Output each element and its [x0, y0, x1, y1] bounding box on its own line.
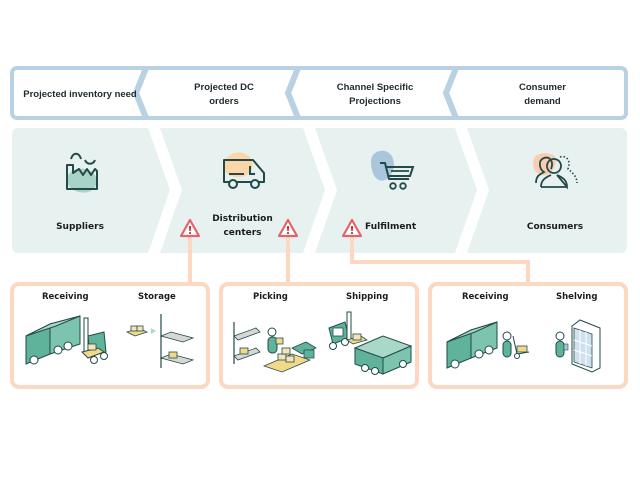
svg-text:!: !	[285, 224, 290, 237]
projection-step-consumer-demand: Consumer demand	[465, 80, 620, 110]
stage-separator-3	[455, 128, 489, 253]
stage-label-distribution-centers: Distribution centers	[212, 214, 273, 238]
projection-separator-1	[132, 66, 149, 120]
stage-separator-2	[303, 128, 337, 253]
people-icon	[533, 153, 578, 190]
svg-text:!: !	[349, 224, 354, 237]
warning-2: !	[277, 218, 299, 238]
supply-chain-band	[12, 128, 627, 253]
projection-step-label: Projected inventory need	[23, 89, 137, 100]
delivery-van-icon	[223, 152, 265, 189]
warning-icon: !	[341, 218, 363, 238]
projection-step-channel-projections: Channel Specific Projections	[305, 80, 445, 110]
warning-3: !	[341, 218, 363, 238]
stage-separator-1	[148, 128, 182, 253]
projection-separator-3	[442, 66, 459, 120]
stage-label-fulfilment: Fulfilment	[365, 222, 417, 232]
projection-step-label: Consumer demand	[519, 82, 566, 107]
projection-step-label: Projected DC orders	[194, 82, 254, 107]
warning-connectors	[188, 235, 530, 283]
warning-1: !	[179, 218, 201, 238]
truck-forklift-illustration	[25, 315, 108, 365]
picking-shelf-illustration	[233, 322, 317, 373]
factory-icon	[66, 152, 98, 193]
operation-label-picking: Picking	[253, 292, 288, 302]
stage-label-suppliers: Suppliers	[56, 222, 104, 232]
operation-label-receiving: Receiving	[462, 292, 509, 302]
truck-handcart-illustration	[446, 321, 530, 369]
shelf-storage-illustration	[125, 314, 195, 368]
warning-icon: !	[277, 218, 299, 238]
projection-step-dc-orders: Projected DC orders	[160, 80, 288, 110]
warning-icon: !	[179, 218, 201, 238]
store-shelf-illustration	[555, 319, 601, 373]
operation-label-shipping: Shipping	[346, 292, 389, 302]
svg-text:!: !	[187, 224, 192, 237]
projection-flow-frame	[10, 66, 628, 120]
connector-line-3	[350, 235, 530, 283]
shopping-cart-icon	[371, 150, 415, 190]
operation-label-shelving: Shelving	[556, 292, 598, 302]
stage-label-consumers: Consumers	[526, 222, 584, 232]
projection-step-inventory-need: Projected inventory need	[20, 80, 140, 110]
operation-label-receiving: Receiving	[42, 292, 89, 302]
forklift-truck-illustration	[328, 311, 413, 375]
projection-separator-2	[284, 66, 301, 120]
operation-label-storage: Storage	[138, 292, 176, 302]
projection-step-label: Channel Specific Projections	[336, 82, 414, 107]
